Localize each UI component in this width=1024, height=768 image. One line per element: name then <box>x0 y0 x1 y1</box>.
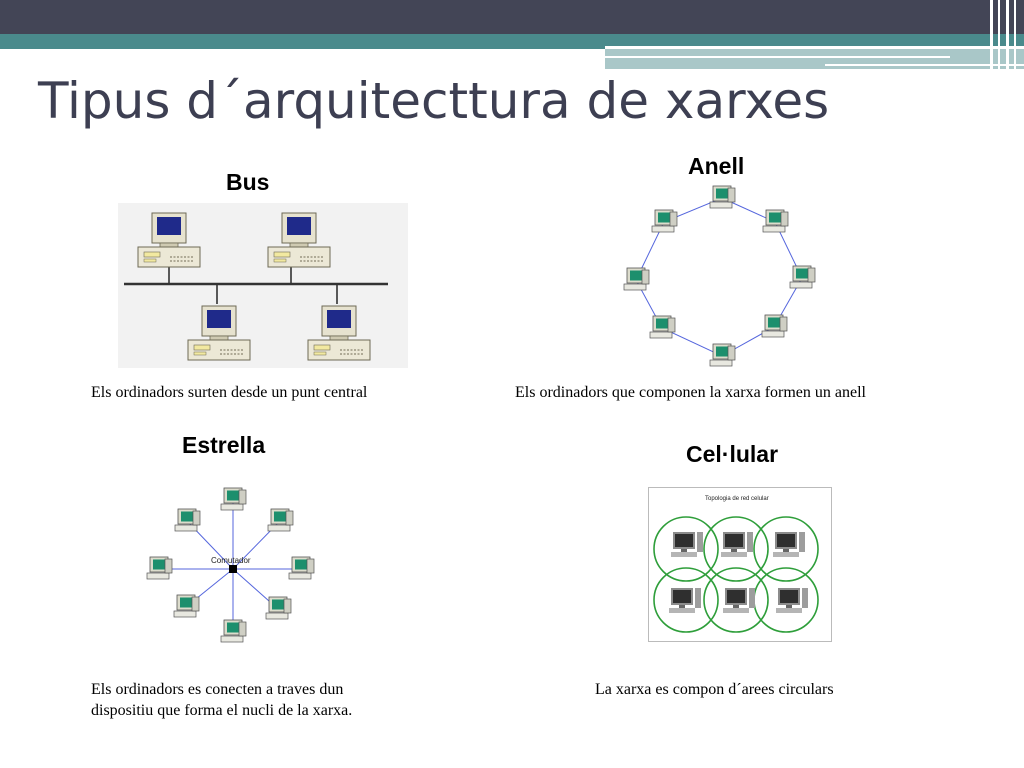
computer-icon <box>709 185 736 209</box>
ring-caption: Els ordinadors que componen la xarxa for… <box>515 384 866 401</box>
header-light-teal-band <box>605 49 1024 69</box>
cellular-caption: La xarxa es compon d´arees circulars <box>595 681 834 698</box>
header-dark-band <box>0 0 1024 34</box>
cellular-heading: Cel·lular <box>686 441 779 467</box>
switch-node <box>229 565 237 573</box>
computer-icon <box>649 315 676 339</box>
computer-icon <box>288 556 315 580</box>
computer-icon <box>762 209 789 233</box>
hub-label: Comutador <box>211 556 251 565</box>
header-stripe <box>825 64 1024 66</box>
computer-icon <box>146 556 173 580</box>
bus-caption: Els ordinadors surten desde un punt cent… <box>91 384 368 401</box>
header-vertical-stripe <box>1006 0 1009 70</box>
computer-icon <box>623 267 650 291</box>
slide-title: Tipus d´arquitecttura de xarxes <box>38 72 830 130</box>
ring-heading: Anell <box>688 153 745 179</box>
star-heading: Estrella <box>182 432 266 458</box>
star-topology-diagram: Comutador <box>146 487 315 643</box>
header-stripe <box>605 46 1024 49</box>
header-vertical-stripe <box>1014 0 1016 70</box>
cell-areas <box>653 516 819 633</box>
computer-icon <box>267 508 294 532</box>
computer-icon <box>789 265 816 289</box>
header-stripe <box>605 56 950 58</box>
computer-icon <box>220 487 247 511</box>
star-caption-line-1: Els ordinadors es conecten a traves dun <box>91 681 344 698</box>
computer-icon <box>174 508 201 532</box>
computer-icon <box>265 596 292 620</box>
ring-topology-diagram <box>623 185 816 367</box>
computer-icon <box>651 209 678 233</box>
cellular-diagram-title: Topologia de red celular <box>705 496 769 502</box>
header-teal-band <box>0 34 1024 49</box>
computer-icon <box>709 343 736 367</box>
computer-icon <box>761 314 788 338</box>
header-vertical-stripe <box>998 0 1000 70</box>
bus-topology-diagram <box>118 203 408 368</box>
header-vertical-stripe <box>990 0 993 70</box>
bus-heading: Bus <box>226 169 270 195</box>
cellular-topology-diagram: Topologia de red celular <box>648 487 832 642</box>
computer-icon <box>173 594 200 618</box>
star-caption-line-2: dispositiu que forma el nucli de la xarx… <box>91 702 353 719</box>
star-caption: Els ordinadors es conecten a traves dun … <box>91 679 352 721</box>
computer-icon <box>220 619 247 643</box>
